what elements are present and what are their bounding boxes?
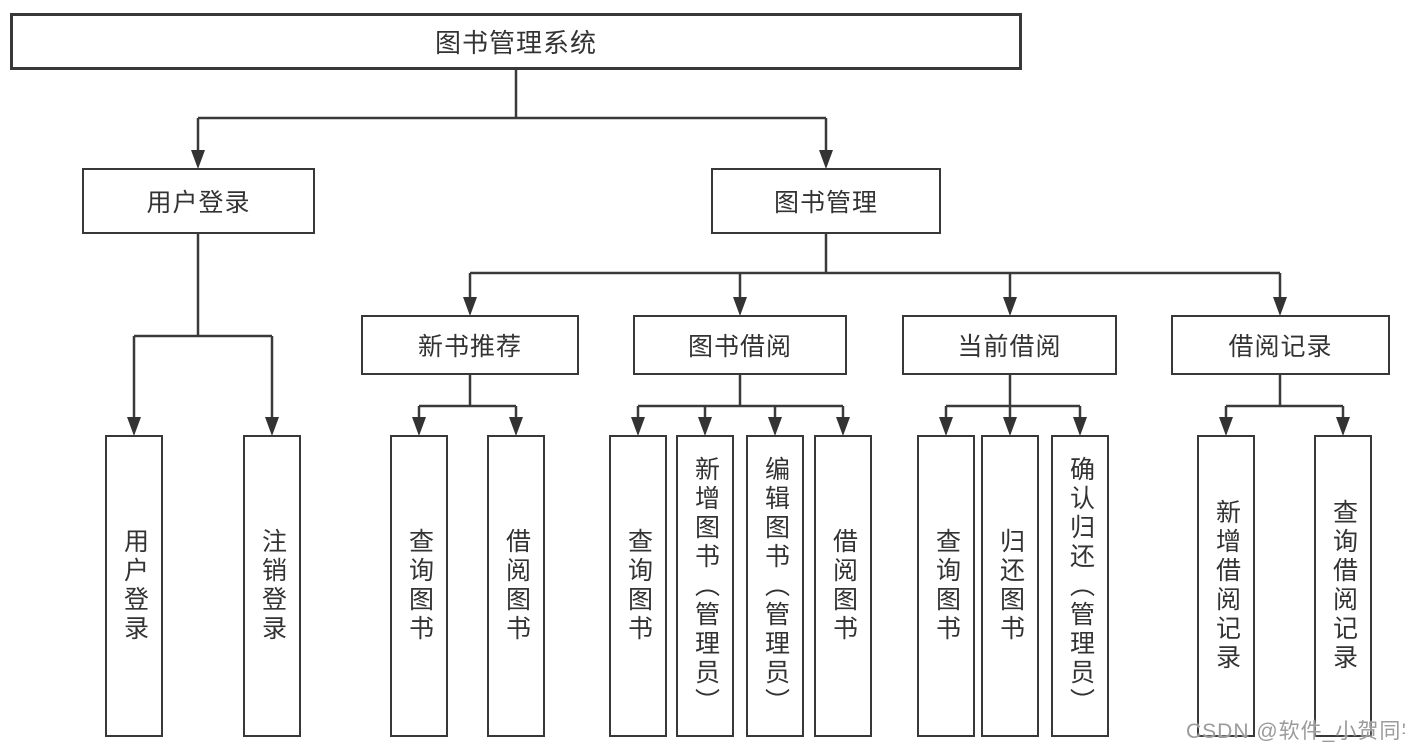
node-leaf-edit-books-admin-label: 编辑图书（管理员） xyxy=(761,455,790,717)
node-leaf-logout-login: 注销登录 xyxy=(243,435,301,737)
node-user-login-label: 用户登录 xyxy=(146,189,251,217)
node-leaf-borrow-books-borrow-label: 借阅图书 xyxy=(829,528,858,644)
node-user-login: 用户登录 xyxy=(82,168,315,234)
node-borrow-record-label: 借阅记录 xyxy=(1228,333,1333,361)
node-current-borrow: 当前借阅 xyxy=(902,315,1117,375)
connector-current-borrow-children xyxy=(939,375,1087,436)
node-root-system: 图书管理系统 xyxy=(10,13,1022,70)
node-leaf-query-borrow-record-label: 查询借阅记录 xyxy=(1329,499,1358,673)
node-leaf-confirm-return-admin: 确认归还（管理员） xyxy=(1051,435,1109,737)
node-leaf-query-books-rec-label: 查询图书 xyxy=(405,528,434,644)
node-new-book-rec-label: 新书推荐 xyxy=(417,333,522,361)
node-leaf-return-books: 归还图书 xyxy=(981,435,1039,737)
node-new-book-rec: 新书推荐 xyxy=(361,315,579,375)
node-leaf-add-borrow-record: 新增借阅记录 xyxy=(1197,435,1255,737)
node-leaf-logout-login-label: 注销登录 xyxy=(258,528,287,644)
connector-new-book-rec-children xyxy=(412,375,523,436)
node-book-borrow-label: 图书借阅 xyxy=(687,333,792,361)
csdn-watermark: CSDN @软件_小贺同学 xyxy=(1186,720,1405,743)
node-book-management-label: 图书管理 xyxy=(773,189,878,217)
connector-borrow-record-children xyxy=(1219,375,1350,436)
connector-book-management-children xyxy=(463,234,1287,316)
node-leaf-user-login-label: 用户登录 xyxy=(120,528,149,644)
connector-user-login-children xyxy=(127,234,279,436)
node-leaf-query-books-current-label: 查询图书 xyxy=(932,528,961,644)
node-leaf-edit-books-admin: 编辑图书（管理员） xyxy=(746,435,804,737)
node-leaf-query-books-rec: 查询图书 xyxy=(390,435,448,737)
node-leaf-add-books-admin: 新增图书（管理员） xyxy=(676,435,734,737)
node-leaf-borrow-books-borrow: 借阅图书 xyxy=(814,435,872,737)
node-book-borrow: 图书借阅 xyxy=(633,315,847,375)
node-leaf-borrow-books-rec: 借阅图书 xyxy=(487,435,545,737)
connector-book-borrow-children xyxy=(631,375,850,436)
connector-root-to-level2 xyxy=(191,70,833,169)
node-leaf-add-borrow-record-label: 新增借阅记录 xyxy=(1212,499,1241,673)
node-leaf-user-login: 用户登录 xyxy=(105,435,163,737)
node-leaf-query-books-borrow: 查询图书 xyxy=(609,435,667,737)
node-root-system-label: 图书管理系统 xyxy=(434,28,597,58)
node-borrow-record: 借阅记录 xyxy=(1171,315,1390,375)
node-leaf-query-books-current: 查询图书 xyxy=(917,435,975,737)
node-leaf-query-books-borrow-label: 查询图书 xyxy=(624,528,653,644)
node-leaf-borrow-books-rec-label: 借阅图书 xyxy=(502,528,531,644)
node-book-management: 图书管理 xyxy=(711,168,941,234)
node-leaf-query-borrow-record: 查询借阅记录 xyxy=(1314,435,1372,737)
node-leaf-confirm-return-admin-label: 确认归还（管理员） xyxy=(1066,455,1095,717)
node-current-borrow-label: 当前借阅 xyxy=(957,333,1062,361)
node-leaf-return-books-label: 归还图书 xyxy=(996,528,1025,644)
node-leaf-add-books-admin-label: 新增图书（管理员） xyxy=(691,455,720,717)
